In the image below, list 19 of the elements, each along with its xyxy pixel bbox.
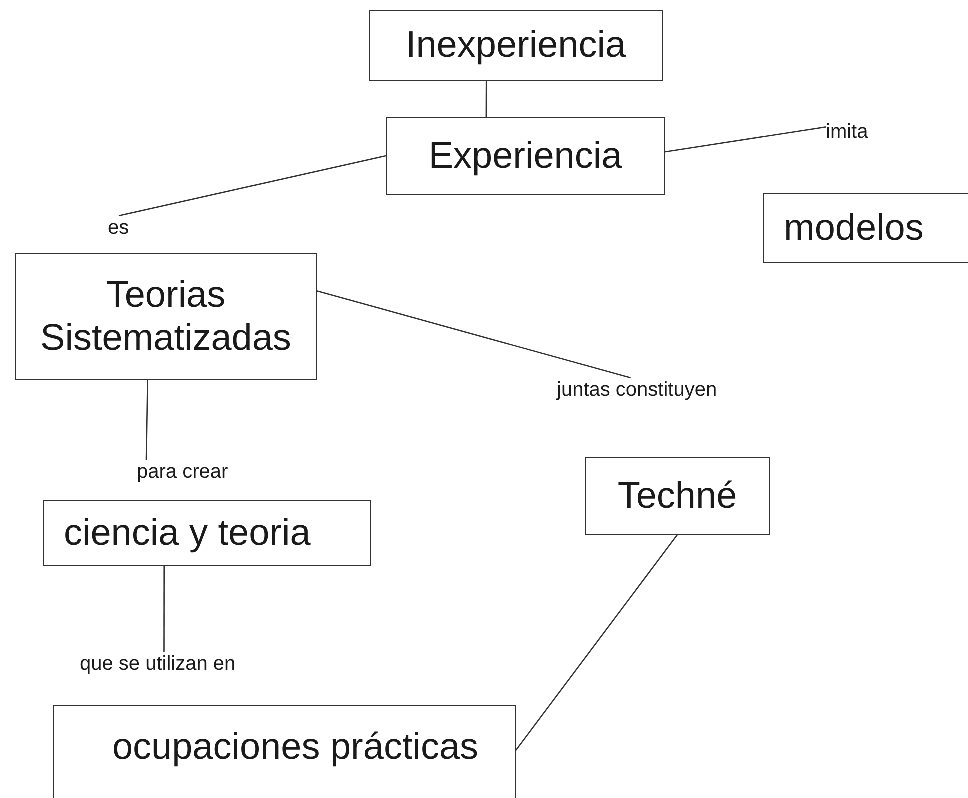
connector-line <box>146 380 149 460</box>
concept-box: Experiencia <box>386 117 665 195</box>
connector-line <box>164 566 166 652</box>
connector-line <box>664 126 826 153</box>
concept-box: ocupaciones prácticas <box>53 705 516 798</box>
connector-line <box>118 155 386 217</box>
connector-line <box>486 81 488 117</box>
linking-phrase: es <box>108 216 130 240</box>
concept-box: ciencia y teoria <box>43 500 371 566</box>
connector-line <box>515 534 678 751</box>
concept-box: modelos <box>763 193 968 263</box>
linking-phrase: para crear <box>137 460 232 484</box>
concept-box: Inexperiencia <box>369 10 663 81</box>
concept-box: Techné <box>585 457 770 535</box>
concept-box: Teorias Sistematizadas <box>15 253 317 380</box>
linking-phrase: imita <box>826 120 878 144</box>
linking-phrase: que se utilizan en <box>80 652 236 676</box>
linking-phrase: juntas constituyen <box>557 378 721 402</box>
connector-line <box>316 290 631 379</box>
